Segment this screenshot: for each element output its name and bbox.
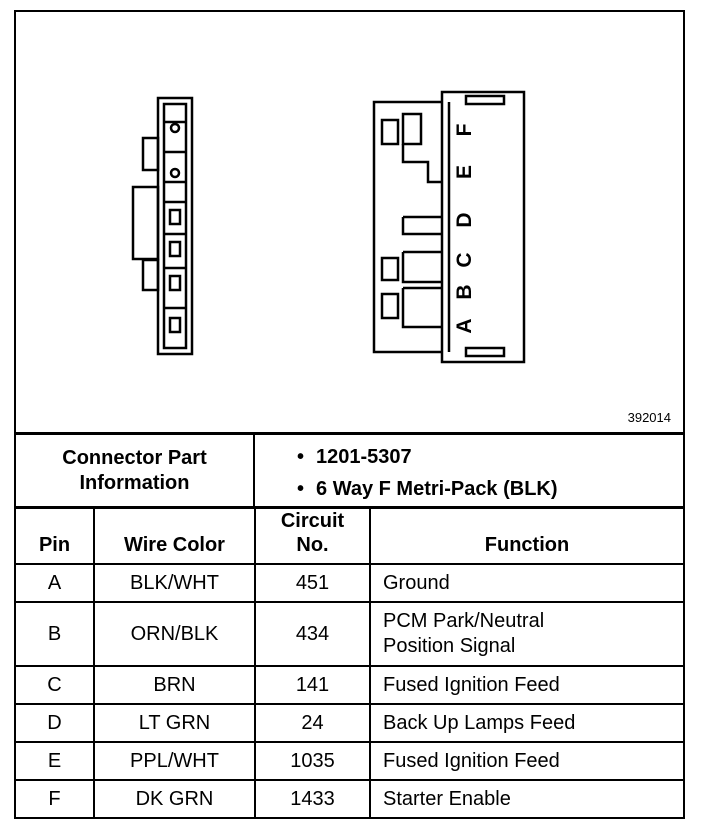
cell-pin: E: [16, 741, 95, 781]
connector-part-info-label: Connector Part Information: [16, 435, 255, 506]
cell-wire-color: BLK/WHT: [93, 563, 256, 603]
pin-letter-d: D: [453, 212, 476, 227]
pin-letter-e: E: [453, 165, 476, 179]
cell-function: Fused Ignition Feed: [369, 665, 683, 705]
cell-circuit: 1433: [254, 779, 371, 817]
header-pin: Pin: [16, 506, 95, 565]
table-row: E PPL/WHT 1035 Fused Ignition Feed: [16, 741, 683, 781]
header-circuit: Circuit No.: [254, 506, 371, 565]
pin-letter-b: B: [453, 284, 476, 299]
cell-circuit: 1035: [254, 741, 371, 781]
cell-function: Ground: [369, 563, 683, 603]
cell-function: PCM Park/Neutral Position Signal: [369, 601, 683, 667]
header-circuit-line1: Circuit: [280, 510, 345, 532]
cell-circuit: 24: [254, 703, 371, 743]
header-function: Function: [369, 506, 683, 565]
info-label-line2: Information: [79, 471, 190, 494]
cell-wire-color: ORN/BLK: [93, 601, 256, 667]
table-row: C BRN 141 Fused Ignition Feed: [16, 665, 683, 705]
table-row: D LT GRN 24 Back Up Lamps Feed: [16, 703, 683, 743]
header-circuit-line2: No.: [296, 534, 329, 556]
cell-pin: F: [16, 779, 95, 817]
cell-pin: B: [16, 601, 95, 667]
pin-letter-c: C: [453, 252, 476, 267]
cell-wire-color: PPL/WHT: [93, 741, 256, 781]
cell-function-line1: PCM Park/Neutral: [383, 610, 545, 632]
figure-id: 392014: [627, 410, 671, 425]
cell-pin: C: [16, 665, 95, 705]
connector-drawing: F E D C B A: [131, 90, 526, 364]
cell-pin: D: [16, 703, 95, 743]
cell-circuit: 451: [254, 563, 371, 603]
cell-function-line2: Position Signal: [383, 635, 516, 657]
pin-table: Pin Wire Color Circuit No. Function A BL…: [16, 506, 683, 817]
cell-circuit: 141: [254, 665, 371, 705]
cell-wire-color: LT GRN: [93, 703, 256, 743]
cell-wire-color: DK GRN: [93, 779, 256, 817]
connector-part-info-list: 1201-5307 6 Way F Metri-Pack (BLK): [255, 435, 683, 506]
connector-side-view: [131, 96, 194, 356]
connector-illustration: F E D C B A 392014: [16, 12, 683, 432]
pin-table-header: Pin Wire Color Circuit No. Function: [16, 506, 683, 565]
pin-letter-a: A: [453, 318, 476, 333]
cell-circuit: 434: [254, 601, 371, 667]
table-row: A BLK/WHT 451 Ground: [16, 563, 683, 603]
table-row: F DK GRN 1433 Starter Enable: [16, 779, 683, 817]
table-row: B ORN/BLK 434 PCM Park/Neutral Position …: [16, 601, 683, 667]
pin-letter-f: F: [453, 123, 476, 136]
info-part-number: 1201-5307: [297, 441, 683, 473]
info-connector-type: 6 Way F Metri-Pack (BLK): [297, 473, 683, 505]
header-wire-color: Wire Color: [93, 506, 256, 565]
cell-pin: A: [16, 563, 95, 603]
connector-face-view: [372, 90, 526, 364]
cell-function: Starter Enable: [369, 779, 683, 817]
connector-sheet: F E D C B A 392014 Connector Part Inform…: [14, 10, 685, 819]
cell-function: Fused Ignition Feed: [369, 741, 683, 781]
cell-wire-color: BRN: [93, 665, 256, 705]
info-label-line1: Connector Part: [62, 446, 207, 469]
connector-part-info: Connector Part Information 1201-5307 6 W…: [16, 432, 683, 506]
cell-function: Back Up Lamps Feed: [369, 703, 683, 743]
